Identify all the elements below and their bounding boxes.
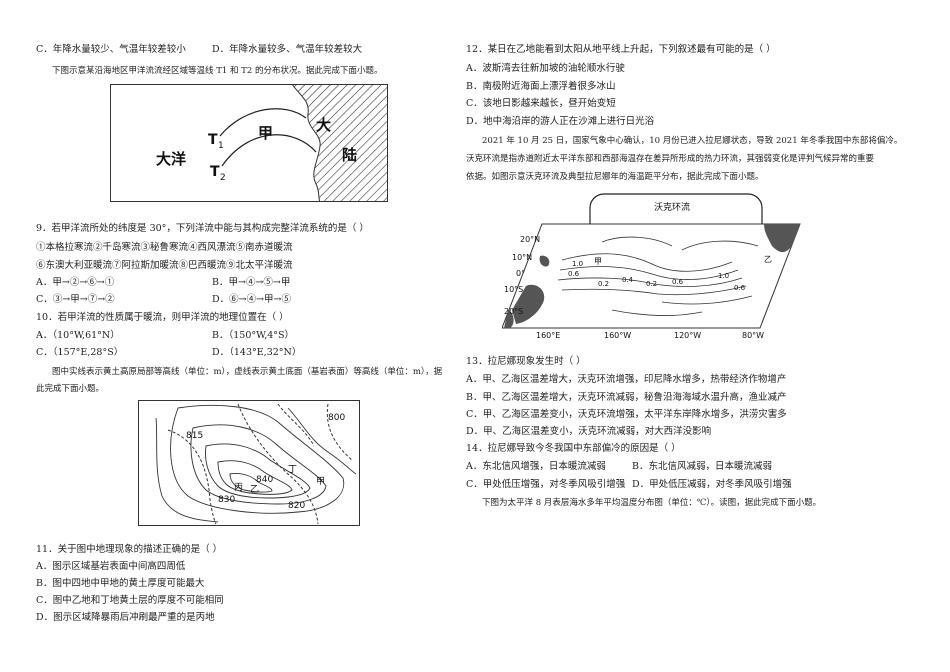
isotherm-figure: 大洋 甲 大 陆 T 1 T 2 [110,84,388,202]
contour-value-8: 0.6 [734,284,746,292]
question-9: 9．若甲洋流所处的纬度是 30°，下列洋流中能与其构成完整洋流系统的是（ ） [36,223,369,234]
q12-option-c: C．该地日影越来越长，昼开始变短 [466,98,616,109]
current-jia-label: 甲 [258,124,273,142]
lat-0: 0° [516,269,525,278]
contour-value-7: 1.0 [718,272,729,280]
q11-option-a: A．图示区域基岩表面中间高四周低 [36,561,186,572]
q9-list-2: ⑥东澳大利亚暖流⑦阿拉斯加暖流⑧巴西暖流⑨北太平洋暖流 [36,260,293,271]
q14-option-d: D．甲处低压减弱，对冬季风吸引增强 [632,479,792,490]
contour-value-5: 0.2 [646,280,657,288]
last-intro: 下图为太平洋 8 月表层海水多年平均温度分布图（单位：℃）。读图，据此完成下面小… [482,498,822,508]
t2-subscript: 2 [220,173,226,183]
contour-value-2: 0.6 [568,270,580,278]
q11-option-b: B．图中四地中甲地的黄土厚度可能最大 [36,578,205,589]
q11-option-d: D．图示区域降暴雨后冲刷最严重的是丙地 [36,612,215,623]
lat-10s: 10°S [504,285,523,294]
q9-option-a: A．甲→②→⑥→① [36,277,115,288]
question-13: 13．拉尼娜现象发生时（ ） [466,356,586,367]
t1-label: T [208,132,218,148]
t2-label: T [210,164,220,180]
q14-option-a: A．东北信风增强，日本暖流减弱 [466,461,606,472]
q10-option-b: B．（150°W,4°S） [212,330,295,341]
q13-option-a: A．甲、乙海区温差增大，沃克环流增强，印尼降水增多，热带经济作物增产 [466,374,787,385]
figure2-intro-line1: 图中实线表示黄土高原局部等高线（单位：m），虚线表示黄土底面（基岩表面）等高线（… [52,367,443,377]
contour-800: 800 [328,413,345,423]
q9-option-c: C．③→甲→⑦→② [36,294,115,305]
q9-option-d: D．⑥→④→甲→⑤ [212,294,291,305]
q9-list-1: ①本格拉寒流②千岛寒流③秘鲁寒流④西风漂流⑤南赤道暖流 [36,242,293,253]
question-14: 14．拉尼娜导致今冬我国中东部偏冷的原因是（ ） [466,443,681,454]
contour-value-6: 0.6 [672,278,684,286]
q9-option-b: B．甲→④→⑤→甲 [212,277,291,288]
q11-option-c: C．图中乙地和丁地黄土层的厚度不可能相同 [36,595,224,606]
t1-subscript: 1 [218,141,224,151]
walker-circulation-map: 沃克环流 20°N 10°N 0° 10°S 20°S 160°E 160°W … [502,193,801,340]
contour-820: 820 [288,501,305,511]
land-label-1: 大 [316,116,331,134]
q14-option-c: C．甲处低压增强，对冬季风吸引增强 [466,479,626,490]
question-12: 12．某日在乙地能看到太阳从地平线上升起，下列叙述最有可能的是（ ） [466,44,776,55]
lat-20s: 20°S [504,307,523,316]
q12-option-a: A．波斯湾去往新加坡的油轮顺水行驶 [466,63,625,74]
lat-20n: 20°N [520,235,540,244]
land-label-2: 陆 [342,146,357,164]
q12-option-d: D．地中海沿岸的游人正在沙滩上进行日光浴 [466,116,655,127]
lon-160w: 160°W [604,331,631,340]
q14-option-b: B．东北信风减弱，日本暖流减弱 [632,461,772,472]
walker-title: 沃克环流 [654,201,690,213]
question-10: 10．若甲洋流的性质属于暖流，则甲洋流的地理位置在（ ） [36,312,289,323]
figure2-intro-line2: 此完成下面小题。 [36,384,105,394]
contour-value-1: 1.0 [572,260,583,268]
q13-option-d: D．甲、乙海区温差变小，沃克环流减弱，对大西洋没影响 [466,426,712,437]
lon-120w: 120°W [674,331,701,340]
intro-line-2: 沃克环流是指赤道附近太平洋东部和西部海温存在差异所形成的热力环流，其强弱变化是评… [466,154,875,164]
intro-line-1: 2021 年 10 月 25 日，国家气象中心确认，10 月份已进入拉尼娜状态，… [482,136,903,146]
q8-option-c: C．年降水量较少、气温年较差较小 [36,44,186,55]
contour-830: 830 [218,495,235,505]
loess-contour-map: 800 815 840 830 820 丁 甲 丙 乙 [138,400,360,526]
intro-line-3: 依据。如图示意沃克环流及典型拉尼娜年的海温距平分布，据此完成下面小题。 [466,172,764,182]
q13-option-b: B．甲、乙海区温差增大，沃克环流减弱，秘鲁沿海海域水温升高，渔业减产 [466,392,787,403]
point-bing: 丙 [234,482,243,493]
contour-value-3: 0.2 [598,280,609,288]
q10-option-c: C．（157°E,28°S） [36,347,124,358]
point-ding: 丁 [288,465,297,475]
region-jia: 甲 [594,257,602,266]
contour-840: 840 [256,475,273,485]
question-11: 11．关于图中地理现象的描述正确的是（ ） [36,544,223,555]
lat-10n: 10°N [512,253,532,262]
q8-option-d: D．年降水量较多、气温年较差较大 [212,44,363,55]
figure1-intro: 下图示意某沿海地区甲洋流流经区域等温线 T1 和 T2 的分布状况。据此完成下面… [52,66,383,76]
lon-80w: 80°W [742,331,764,340]
region-yi: 乙 [764,255,772,264]
contour-value-4: 0.4 [622,276,634,284]
q10-option-d: D．（143°E,32°N） [212,347,302,358]
ocean-label: 大洋 [156,150,186,168]
q13-option-c: C．甲、乙海区温差变小，沃克环流增强，太平洋东岸降水增多，洪涝灾害多 [466,409,787,420]
point-jia: 甲 [316,476,325,487]
q12-option-b: B．南极附近海面上漂浮着很多冰山 [466,81,616,92]
q10-option-a: A．（10°W,61°N） [36,330,120,341]
lon-160e: 160°E [536,331,560,340]
point-yi: 乙 [250,484,259,495]
contour-815: 815 [186,431,203,441]
